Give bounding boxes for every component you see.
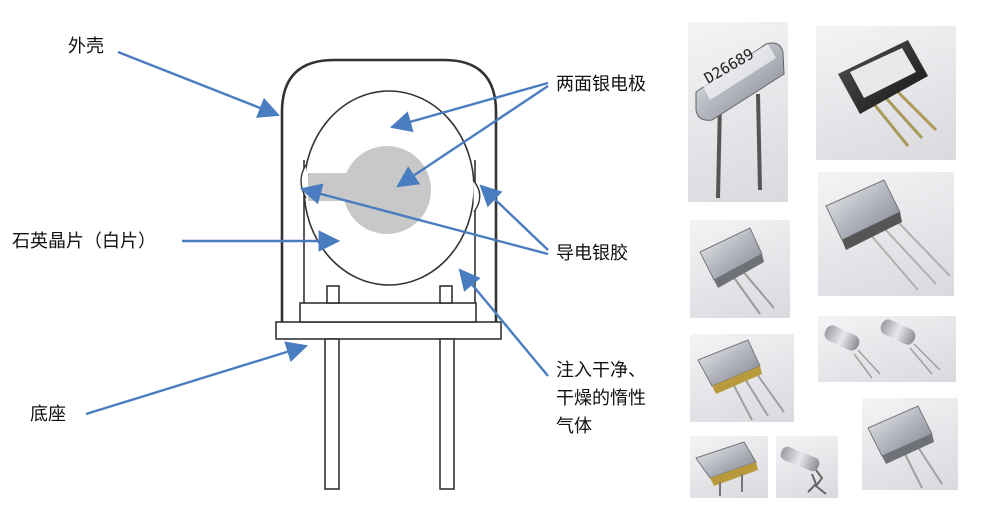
label-electrodes: 两面银电极 <box>556 74 646 95</box>
left-pin-stub <box>326 285 340 304</box>
leader-arrows <box>85 50 549 416</box>
label-base: 底座 <box>30 404 66 425</box>
label-shell: 外壳 <box>68 36 104 57</box>
label-silver-glue: 导电银胶 <box>556 243 628 264</box>
arrow-electrode-center <box>396 85 549 188</box>
arrow-glue-left <box>299 183 549 256</box>
arrow-electrode-top <box>389 81 549 133</box>
label-quartz: 石英晶片（白片） <box>12 231 156 252</box>
inner-header <box>299 302 477 323</box>
right-pin <box>439 338 455 490</box>
photo-crystal-2 <box>816 26 956 160</box>
photo-crystal-9 <box>776 436 838 498</box>
label-gas-line2: 干燥的惰性 <box>556 388 646 409</box>
conductive-glue <box>300 164 481 213</box>
photo-crystal-4 <box>818 172 954 296</box>
label-gas-line3: 气体 <box>556 416 592 437</box>
photo-crystal-5 <box>690 334 794 422</box>
photo-crystal-8 <box>690 436 768 498</box>
crystal-cross-section <box>275 58 502 490</box>
base-plate <box>275 321 502 340</box>
arrow-shell <box>117 50 281 118</box>
photo-crystal-3 <box>690 220 790 318</box>
arrow-glue-right <box>479 184 549 251</box>
photo-crystal-6 <box>818 316 956 382</box>
photo-crystal-7 <box>862 398 958 490</box>
photo-crystal-1: D26689 <box>688 22 788 202</box>
arrow-gas <box>458 268 549 377</box>
outer-shell <box>280 58 498 322</box>
label-gas-line1: 注入干净、 <box>556 360 646 381</box>
right-pin-stub <box>439 285 453 304</box>
left-pin <box>324 338 340 490</box>
arrow-base <box>85 341 309 416</box>
